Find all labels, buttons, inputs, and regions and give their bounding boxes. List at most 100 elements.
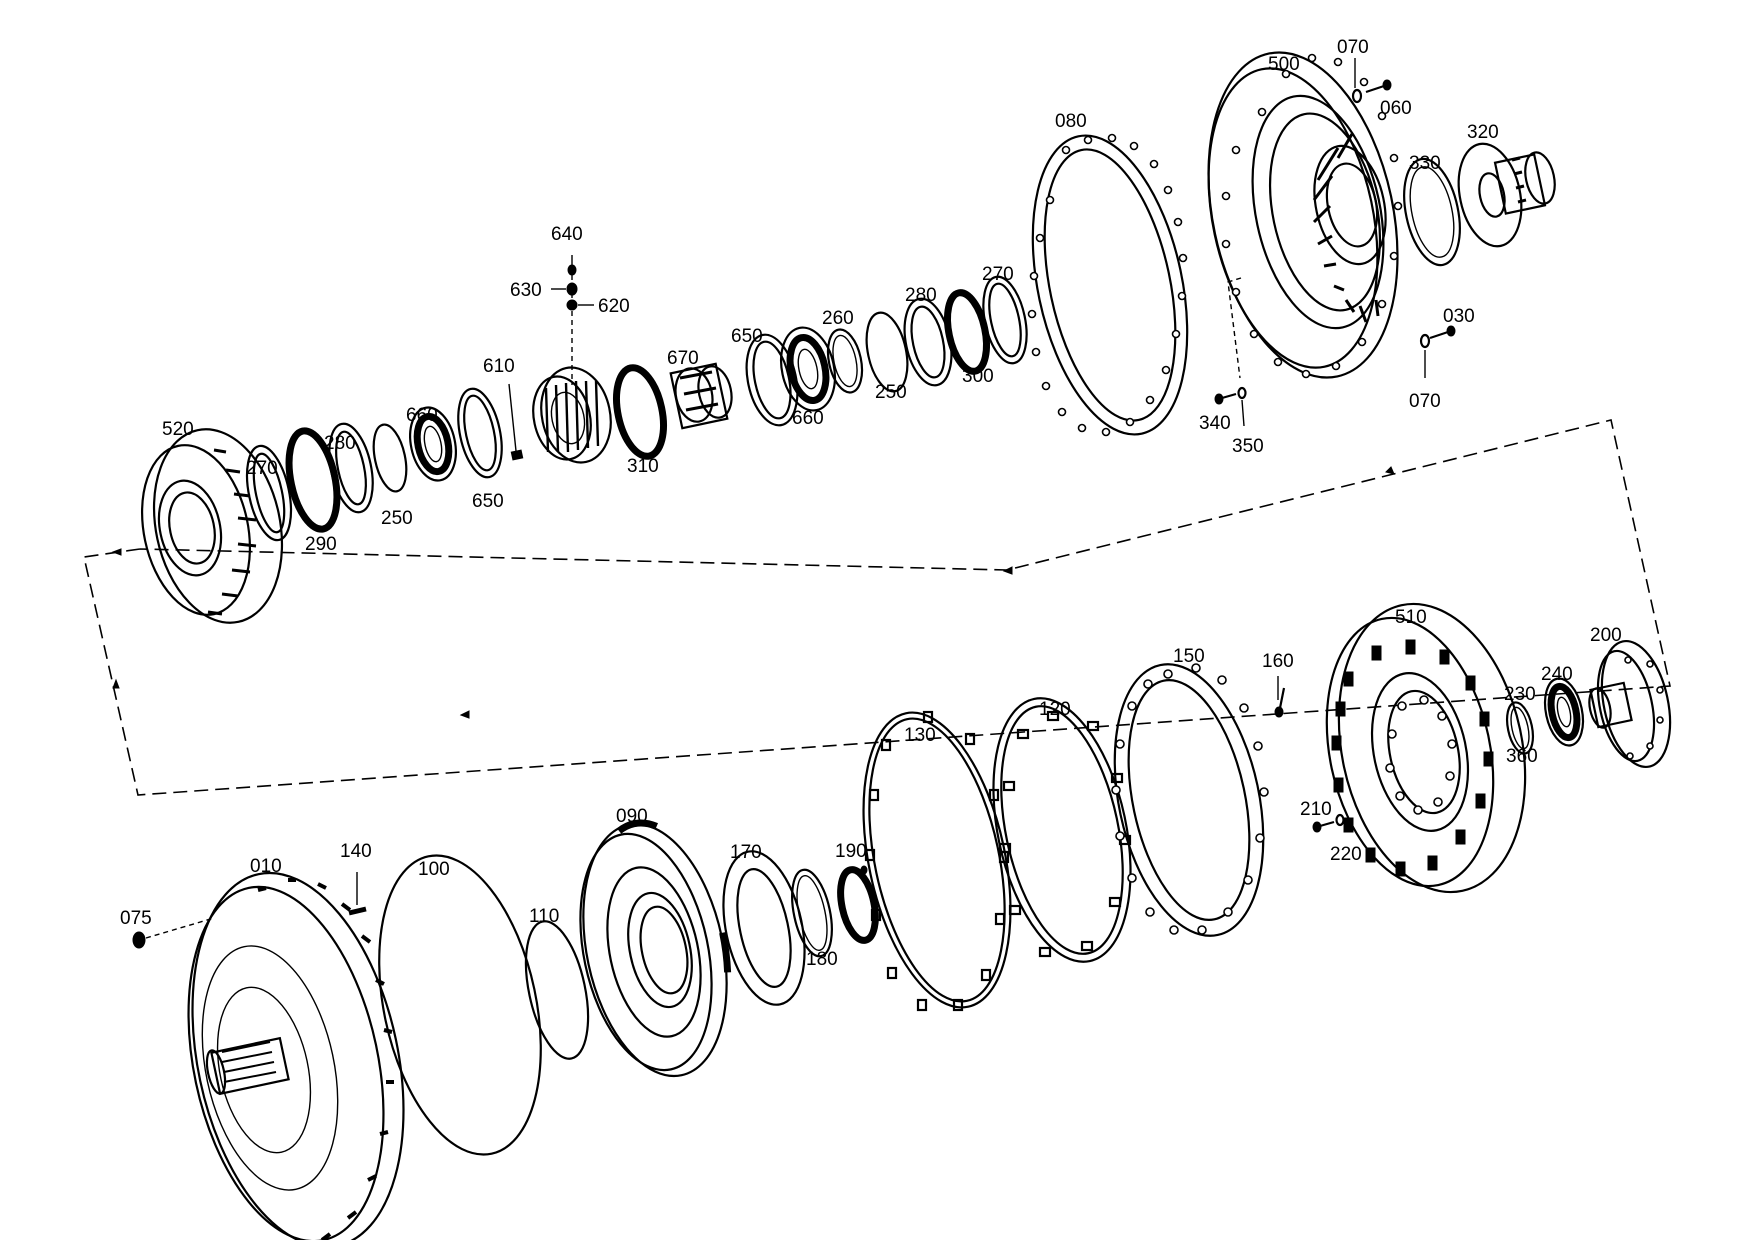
callout-150: 150 [1173, 646, 1205, 667]
part-250-ring [372, 423, 408, 493]
callout-320: 320 [1467, 122, 1499, 143]
callout-070-b: 070 [1409, 391, 1441, 412]
part-500-pump-housing [1207, 51, 1403, 379]
part-100-o-ring [378, 854, 542, 1156]
callout-110: 110 [529, 906, 559, 927]
callout-280: 280 [324, 433, 356, 454]
part-270-ring-b [982, 275, 1028, 365]
flow-arrow [1385, 466, 1395, 475]
dashed-lead-500 [1227, 277, 1242, 379]
part-170-washer [722, 850, 806, 1006]
part-610-pin [508, 383, 524, 461]
callout-170: 170 [730, 842, 762, 863]
callout-340: 340 [1199, 413, 1231, 434]
part-320-pump-flange [1457, 142, 1556, 248]
callout-650-b: 650 [731, 326, 763, 347]
part-060-bolt [1365, 79, 1392, 94]
callout-640: 640 [551, 224, 583, 245]
callout-630: 630 [510, 280, 542, 301]
part-070-washer [1351, 58, 1363, 104]
callout-330: 330 [1409, 153, 1441, 174]
callout-240: 240 [1541, 664, 1573, 685]
callout-140: 140 [340, 841, 372, 862]
part-stator-cage [532, 366, 612, 464]
part-080-gasket [1027, 133, 1189, 437]
part-075-plug [132, 931, 146, 949]
part-650-ring [457, 387, 503, 479]
callout-130: 130 [904, 725, 936, 746]
callout-650: 650 [472, 491, 504, 512]
callout-610: 610 [483, 356, 515, 377]
callout-250-b: 250 [875, 382, 907, 403]
part-270-ring [245, 444, 293, 542]
callout-160: 160 [1262, 651, 1294, 672]
callout-080: 080 [1055, 111, 1087, 132]
part-350-washer [1237, 386, 1247, 427]
part-280-ring [328, 422, 374, 514]
part-260-ring [826, 328, 864, 394]
part-510-impeller [1325, 602, 1527, 894]
callout-100: 100 [418, 859, 450, 880]
part-290-seal [285, 427, 341, 533]
part-330-gasket [1403, 157, 1461, 267]
callout-250: 250 [381, 508, 413, 529]
flow-arrow [459, 710, 470, 719]
callout-260: 260 [822, 308, 854, 329]
assembly-flow-lines [83, 275, 1671, 939]
callout-labels: 520 270 290 280 250 660 650 610 640 630 … [120, 37, 1622, 970]
flow-arrow [111, 548, 122, 556]
part-200-flange-hub [1588, 639, 1672, 769]
callout-290: 290 [305, 534, 337, 555]
part-070-washer-b [1419, 333, 1431, 378]
part-160-bolt [1274, 676, 1286, 718]
part-210-bolt [1312, 820, 1335, 833]
callout-510: 510 [1395, 607, 1427, 628]
callout-180: 180 [806, 949, 838, 970]
flow-arrow [1002, 566, 1013, 575]
dashed-lead-075 [145, 917, 215, 939]
part-520-turbine-wheel [140, 428, 284, 624]
part-240-bearing [1543, 677, 1585, 747]
callout-670: 670 [667, 348, 699, 369]
part-660-bearing [409, 406, 457, 482]
part-300-seal [944, 289, 990, 375]
callout-220: 220 [1330, 844, 1362, 865]
callout-230: 230 [1504, 684, 1536, 705]
callout-270-b: 270 [982, 264, 1014, 285]
callout-060: 060 [1380, 98, 1412, 119]
callout-300: 300 [962, 366, 994, 387]
callout-360: 360 [1506, 746, 1538, 767]
part-660-bearing-b [780, 326, 836, 412]
part-150-flange-ring [1111, 663, 1269, 937]
callout-075: 075 [120, 908, 152, 929]
callout-660: 660 [406, 405, 438, 426]
callout-310: 310 [627, 456, 659, 477]
callout-200: 200 [1590, 625, 1622, 646]
callout-660-b: 660 [792, 408, 824, 429]
callout-280-b: 280 [905, 285, 937, 306]
part-340-bolt [1214, 392, 1237, 405]
part-220-washer [1335, 813, 1345, 827]
part-190-snap-ring [837, 865, 879, 944]
flow-arrow [112, 678, 120, 689]
part-110-o-ring [524, 920, 590, 1060]
callout-500: 500 [1268, 54, 1300, 75]
part-140-pin [348, 872, 367, 916]
part-pin-stack-640-630-620 [551, 255, 594, 311]
part-250-ring-b [865, 311, 909, 393]
part-180-ring [791, 868, 833, 958]
callout-350: 350 [1232, 436, 1264, 457]
callout-190: 190 [835, 841, 867, 862]
callout-090: 090 [616, 806, 648, 827]
callout-270: 270 [246, 458, 278, 479]
callout-120: 120 [1039, 699, 1071, 720]
callout-620: 620 [598, 296, 630, 317]
part-030-bolt [1429, 325, 1456, 340]
part-670-hub [669, 362, 733, 430]
callout-030: 030 [1443, 306, 1475, 327]
part-120-inner-clutch-disc [992, 697, 1132, 963]
part-010-converter-cover [187, 871, 405, 1240]
part-360-ring [1505, 701, 1535, 755]
part-310-snap-ring [613, 364, 667, 460]
